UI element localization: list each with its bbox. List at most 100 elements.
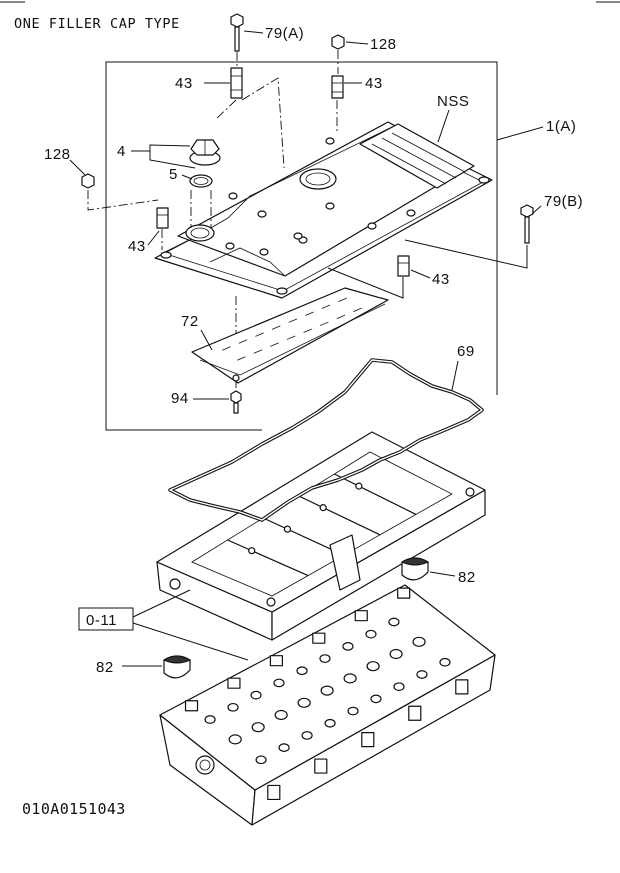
- head-side-port-inner: [199, 759, 211, 771]
- nss-panel-rib: [391, 132, 466, 173]
- nss-panel-rib: [381, 137, 457, 179]
- head-port-hole: [320, 685, 334, 696]
- bolt-shank: [524, 216, 530, 244]
- nut-128-top: [331, 34, 345, 50]
- head-cover-gasket: [168, 358, 484, 522]
- leader-43-left: [147, 230, 160, 246]
- cam-saddle: [269, 655, 283, 667]
- baffle-plate-slots: [222, 297, 362, 361]
- bolt-shank: [233, 402, 239, 414]
- leader-82-right: [429, 571, 456, 577]
- leader-5: [181, 174, 193, 180]
- label-bolt-79b: 79(B): [544, 193, 583, 210]
- figure-code: 010A0151043: [22, 800, 126, 818]
- baffle-slot: [222, 346, 231, 351]
- baffle-plate-body: [191, 287, 389, 384]
- head-port-hole: [255, 755, 267, 765]
- head-port-hole: [296, 666, 308, 676]
- head-port-hole: [227, 702, 239, 712]
- baffle-slot: [303, 328, 312, 333]
- baffle-slot: [255, 332, 264, 337]
- baffle-slot: [305, 311, 314, 316]
- frame-boss: [266, 597, 276, 607]
- label-assembly-0-11: 0-11: [86, 612, 117, 629]
- cylinder-head: [159, 584, 496, 826]
- label-grommet-43-left: 43: [128, 238, 146, 255]
- frame-top-face: [156, 431, 486, 613]
- baffle-slot: [236, 356, 246, 361]
- alignment-line: [241, 77, 285, 169]
- label-bolt-79a: 79(A): [265, 25, 304, 42]
- leader-nss: [437, 109, 450, 143]
- cam-saddle: [184, 700, 199, 712]
- cover-leader: [496, 126, 544, 141]
- label-cap-4: 4: [117, 143, 126, 160]
- frame-boss: [169, 578, 181, 590]
- flange-bolt-hole: [276, 287, 288, 295]
- head-side-port: [361, 732, 375, 748]
- grommet-body: [230, 67, 243, 99]
- cam-saddle: [227, 677, 241, 689]
- baffle-slot: [286, 335, 296, 340]
- head-side-port: [408, 705, 422, 721]
- baffle-slot: [353, 307, 362, 313]
- flange-bolt-hole: [160, 251, 172, 259]
- cover-bosses: [225, 137, 416, 256]
- baffle-slot: [253, 349, 263, 354]
- baffle-plate: [191, 287, 389, 384]
- baffle-slot: [321, 304, 331, 309]
- frame-bracket: [329, 534, 361, 591]
- cam-carrier-frame: [156, 431, 486, 641]
- nss-panel-rib: [371, 143, 447, 185]
- grommet-body: [156, 207, 169, 229]
- head-port-hole: [388, 617, 400, 627]
- bolt-94: [230, 390, 242, 414]
- head-port-hole: [342, 642, 354, 651]
- frame-boss: [465, 487, 475, 497]
- leader-72: [200, 329, 213, 351]
- leader-0-11-frame: [132, 589, 191, 618]
- head-port-hole: [439, 657, 451, 667]
- label-grommet-43-right: 43: [432, 271, 450, 288]
- cylinder-head-cover: [154, 121, 493, 299]
- bolt-head: [230, 390, 242, 404]
- cover-boss: [325, 202, 335, 210]
- head-port-hole: [228, 734, 242, 745]
- label-cover-1a: 1(A): [546, 118, 576, 135]
- cam-saddle: [397, 587, 411, 599]
- bolt-shank: [234, 26, 240, 52]
- baffle-slot: [338, 297, 347, 302]
- label-seal-5: 5: [169, 166, 178, 183]
- head-port-hole: [389, 648, 403, 660]
- leader-128-left: [69, 159, 86, 176]
- cover-boss: [259, 248, 269, 256]
- label-grommet-43-top-right: 43: [365, 75, 383, 92]
- label-bolt-94: 94: [171, 390, 189, 407]
- label-plug-82-right: 82: [458, 569, 476, 586]
- alignment-line: [327, 267, 404, 299]
- breather-port-inner: [305, 172, 331, 186]
- head-port-hole: [278, 743, 290, 752]
- label-plug-82-left: 82: [96, 659, 114, 676]
- frame-bolt-hole: [319, 504, 327, 512]
- baffle-slot: [288, 318, 298, 323]
- head-side-port: [195, 755, 215, 775]
- breather-port: [299, 168, 337, 190]
- grommet-body: [331, 75, 344, 99]
- cover-boss: [406, 209, 416, 217]
- head-port-hole: [319, 654, 331, 663]
- leader-4-bracket: [149, 144, 196, 169]
- cover-boss: [367, 222, 377, 230]
- grommet-43-top-left: [230, 67, 243, 99]
- plug-top: [162, 655, 192, 664]
- head-side-ports: [195, 679, 469, 801]
- diagram-title: ONE FILLER CAP TYPE: [14, 16, 180, 32]
- label-nut-128-top: 128: [370, 36, 397, 53]
- head-port-hole: [301, 731, 313, 740]
- head-port-hole: [365, 629, 377, 639]
- bolt-head: [230, 13, 244, 28]
- cover-boss: [293, 232, 303, 240]
- leader-128-top: [345, 41, 369, 45]
- head-port-hole: [366, 661, 380, 672]
- baffle-slot: [270, 342, 279, 347]
